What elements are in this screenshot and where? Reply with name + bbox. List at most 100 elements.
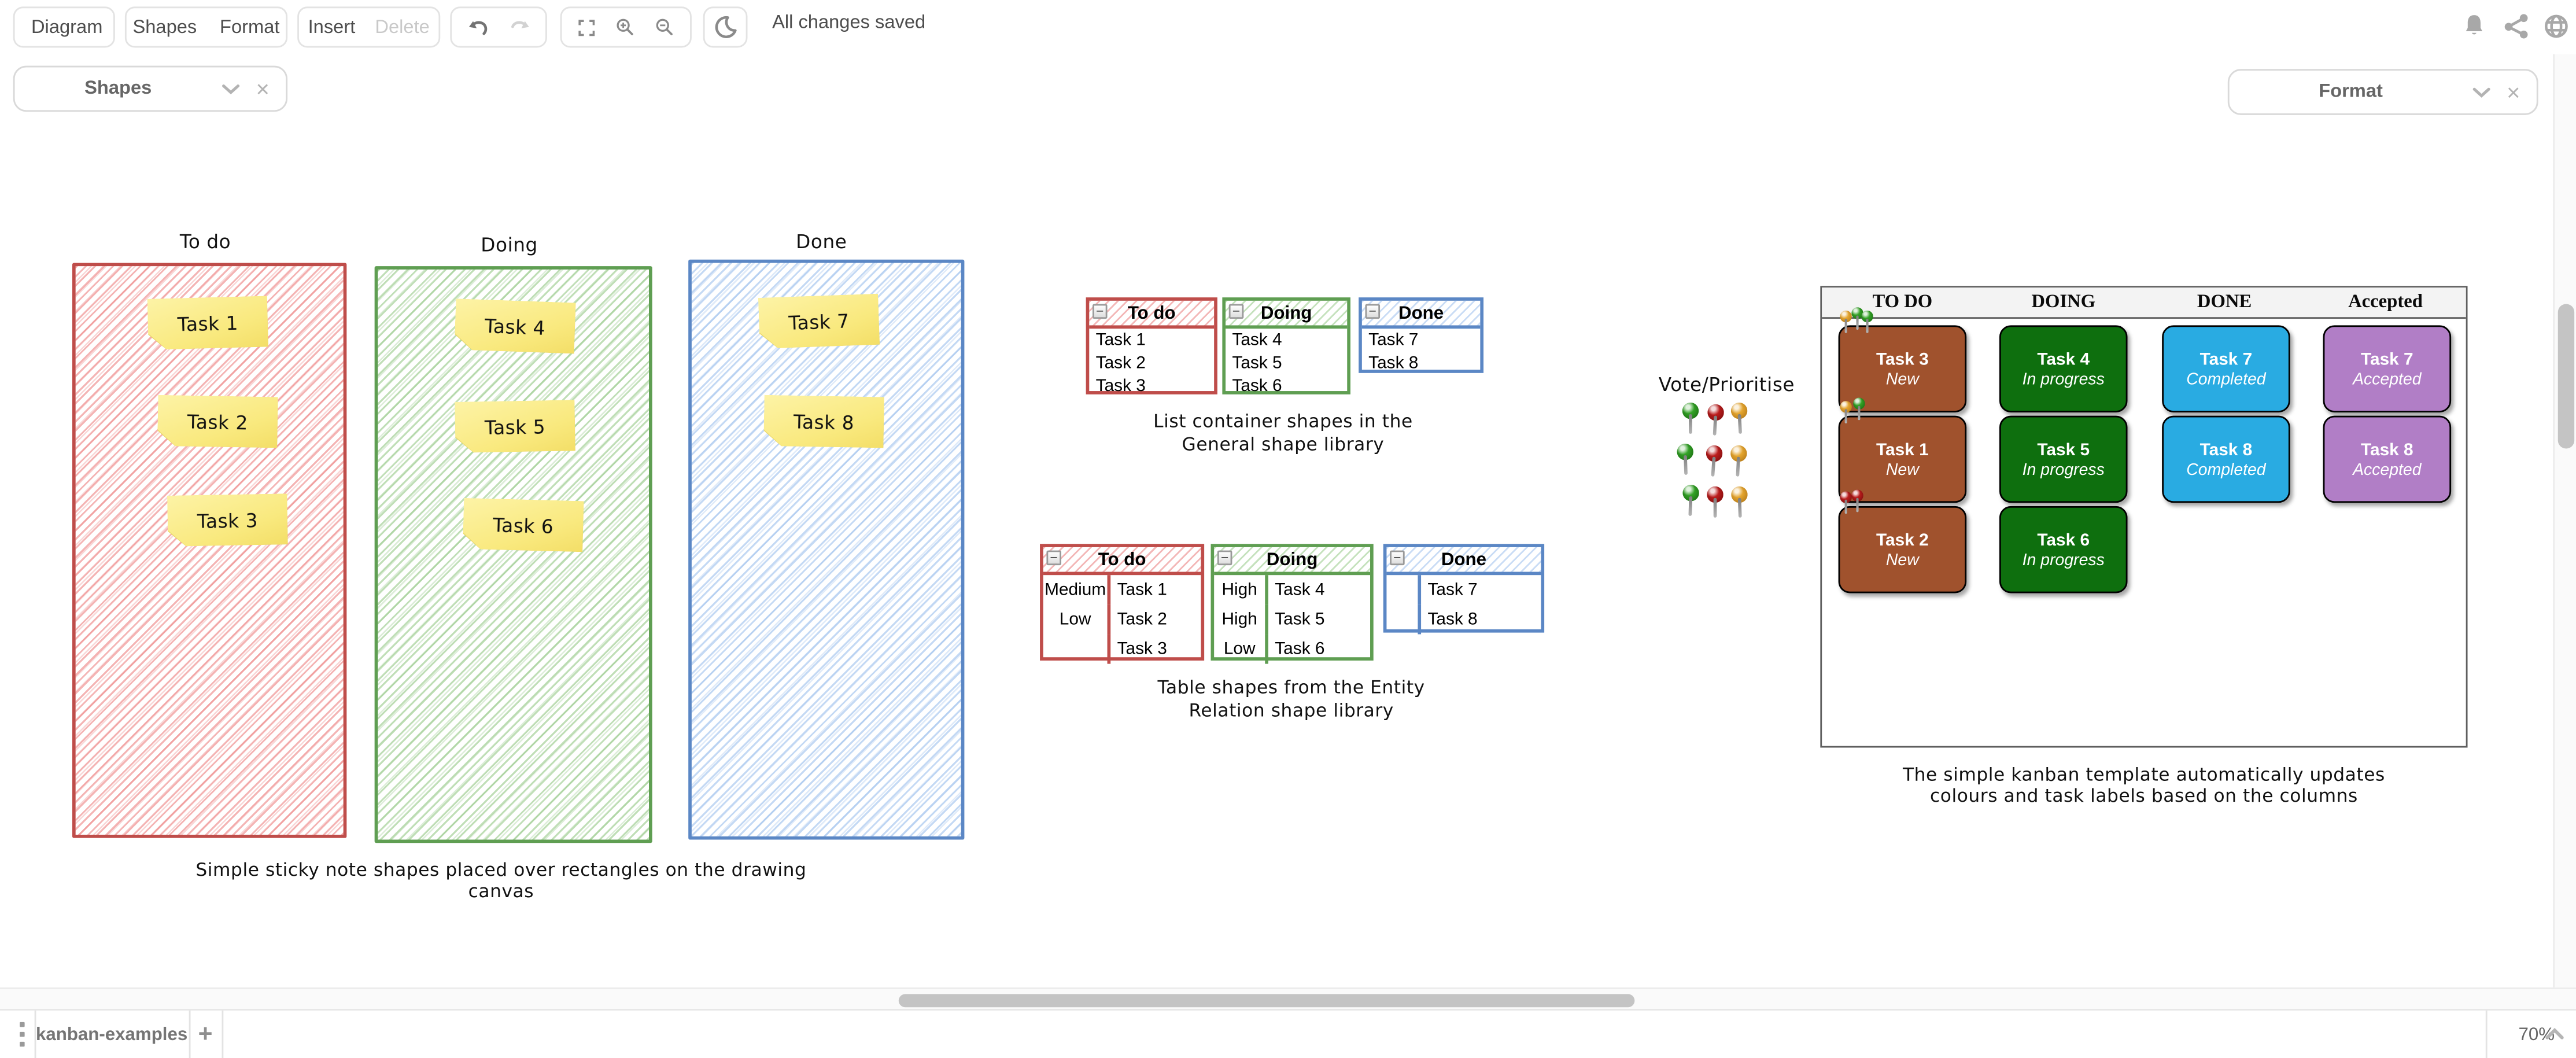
card-pin-green[interactable] <box>1851 307 1863 336</box>
table-shapes-caption-line2[interactable]: Relation shape library <box>1189 700 1394 722</box>
list-shapes-caption-line2[interactable]: General shape library <box>1182 433 1385 455</box>
dark-mode-toggle[interactable] <box>703 6 748 48</box>
kanban-card[interactable]: Task 8 Accepted <box>2323 415 2452 503</box>
kanban-card[interactable]: Task 2 New <box>1838 489 1967 593</box>
table-cell[interactable]: Low <box>1059 609 1091 629</box>
delete-button[interactable]: Delete <box>375 17 430 37</box>
table-cell[interactable] <box>1043 634 1108 663</box>
list-item[interactable]: Task 4 <box>1232 330 1282 351</box>
kanban-card[interactable]: Task 7 Accepted <box>2323 325 2452 412</box>
sticky-column-label-todo[interactable]: To do <box>179 230 231 253</box>
chevron-down-icon[interactable] <box>2472 86 2490 98</box>
list-shapes-caption-line1[interactable]: List container shapes in the <box>1153 411 1413 433</box>
sticky-note[interactable]: Task 3 <box>167 493 288 547</box>
notifications-bell-icon[interactable] <box>2461 13 2487 39</box>
table-cell[interactable]: Task 5 <box>1265 604 1370 635</box>
chevron-down-icon[interactable] <box>222 83 239 94</box>
vote-pin-red[interactable] <box>1706 404 1725 444</box>
sticky-note[interactable]: Task 1 <box>147 296 269 349</box>
table-cell[interactable]: Task 2 <box>1107 604 1201 635</box>
vote-pin-green[interactable] <box>1677 443 1695 483</box>
vote-pin-orange[interactable] <box>1729 445 1747 485</box>
vote-pin-orange[interactable] <box>1731 486 1749 526</box>
sticky-note[interactable]: Task 6 <box>463 498 584 552</box>
list-item[interactable]: Task 1 <box>1095 330 1146 351</box>
list-item[interactable]: Task 8 <box>1368 353 1419 373</box>
vote-pin-green[interactable] <box>1682 402 1699 442</box>
card-pin-orange[interactable] <box>1840 310 1852 339</box>
collapse-button[interactable]: − <box>1228 304 1244 319</box>
list-header[interactable]: Done <box>1361 300 1481 329</box>
list-item[interactable]: Task 3 <box>1095 376 1146 396</box>
collapse-button[interactable]: − <box>1046 550 1062 566</box>
kanban-card[interactable]: Task 7 Completed <box>2162 325 2290 412</box>
list-container-todo[interactable]: To do − Task 1 Task 2 Task 3 <box>1086 297 1217 396</box>
kanban-caption-line2[interactable]: colours and task labels based on the col… <box>1930 785 2358 807</box>
format-panel-header[interactable]: Format × <box>2227 69 2538 115</box>
close-icon[interactable]: × <box>256 75 270 102</box>
sticky-column-label-doing[interactable]: Doing <box>481 233 538 257</box>
zoom-out-icon[interactable] <box>656 15 674 40</box>
sticky-column-label-done[interactable]: Done <box>796 230 847 253</box>
undo-icon[interactable] <box>468 16 489 38</box>
table-header[interactable]: Doing <box>1214 547 1371 576</box>
format-button[interactable]: Format <box>220 17 280 37</box>
table-cell[interactable]: Task 8 <box>1418 604 1541 635</box>
table-cell[interactable] <box>1386 604 1418 634</box>
table-cell[interactable]: Task 6 <box>1265 634 1370 664</box>
kanban-card[interactable]: Task 3 New <box>1838 307 1967 412</box>
list-header[interactable]: To do <box>1089 300 1215 329</box>
table-shape-done[interactable]: Done − Task 7 Task 8 <box>1383 544 1545 635</box>
kanban-header-accepted[interactable]: Accepted <box>2348 292 2423 312</box>
horizontal-scrollbar-thumb[interactable] <box>898 994 1635 1007</box>
horizontal-scrollbar-track[interactable] <box>0 987 2576 1011</box>
table-cell[interactable]: Task 1 <box>1107 575 1201 605</box>
list-item[interactable]: Task 6 <box>1232 376 1282 396</box>
card-pin-red[interactable] <box>1840 491 1852 519</box>
diagram-menu-button[interactable]: Diagram <box>13 6 115 48</box>
sticky-column-todo[interactable]: Task 1 Task 2 Task 3 <box>72 263 347 838</box>
table-cell[interactable]: High <box>1221 580 1257 600</box>
list-container-done[interactable]: Done − Task 7 Task 8 <box>1359 297 1484 373</box>
vote-pin-green[interactable] <box>1682 484 1700 524</box>
vote-pin-red[interactable] <box>1707 486 1724 526</box>
kanban-header-doing[interactable]: DOING <box>2031 292 2096 312</box>
table-cell[interactable]: Task 7 <box>1418 575 1541 605</box>
collapse-button[interactable]: − <box>1217 550 1232 566</box>
sticky-note[interactable]: Task 8 <box>763 395 884 448</box>
card-pin-orange[interactable] <box>1840 401 1852 429</box>
table-cell[interactable]: Low <box>1223 639 1256 659</box>
kanban-caption-line1[interactable]: The simple kanban template automatically… <box>1902 764 2385 786</box>
page-tab-kanban-examples[interactable]: kanban-examples <box>36 1024 188 1045</box>
vertical-scrollbar-track[interactable] <box>2552 54 2576 988</box>
insert-button[interactable]: Insert <box>308 17 356 37</box>
kanban-card[interactable]: Task 1 New <box>1838 397 1967 503</box>
collapse-button[interactable]: − <box>1390 550 1405 566</box>
card-pin-green[interactable] <box>1861 310 1873 339</box>
sticky-note[interactable]: Task 7 <box>758 294 880 349</box>
collapse-button[interactable]: − <box>1365 304 1381 319</box>
close-icon[interactable]: × <box>2507 79 2520 105</box>
language-globe-icon[interactable] <box>2543 13 2569 39</box>
table-cell[interactable]: Task 4 <box>1265 575 1370 605</box>
table-cell[interactable]: Medium <box>1045 580 1106 600</box>
sticky-column-done[interactable]: Task 7 Task 8 <box>688 259 965 840</box>
collapse-button[interactable]: − <box>1092 304 1108 319</box>
sticky-note[interactable]: Task 4 <box>454 298 575 353</box>
vote-prioritise-label[interactable]: Vote/Prioritise <box>1658 373 1795 396</box>
table-cell[interactable]: High <box>1221 609 1257 629</box>
add-page-button[interactable]: + <box>198 1020 213 1049</box>
card-pin-red[interactable] <box>1851 489 1863 518</box>
shapes-button[interactable]: Shapes <box>132 17 197 37</box>
redo-icon[interactable] <box>508 16 529 38</box>
share-icon[interactable] <box>2504 13 2530 39</box>
kanban-board[interactable]: TO DO DOING DONE Accepted Task 3 New Tas… <box>1820 286 2468 748</box>
kanban-card[interactable]: Task 8 Completed <box>2162 415 2290 503</box>
vertical-scrollbar-thumb[interactable] <box>2557 304 2574 449</box>
sticky-board-caption[interactable]: Simple sticky note shapes placed over re… <box>195 859 807 902</box>
kanban-card[interactable]: Task 6 In progress <box>1999 506 2128 593</box>
sticky-column-doing[interactable]: Task 4 Task 5 Task 6 <box>374 266 652 843</box>
vote-pin-red[interactable] <box>1704 445 1723 485</box>
fullscreen-icon[interactable] <box>578 16 595 39</box>
